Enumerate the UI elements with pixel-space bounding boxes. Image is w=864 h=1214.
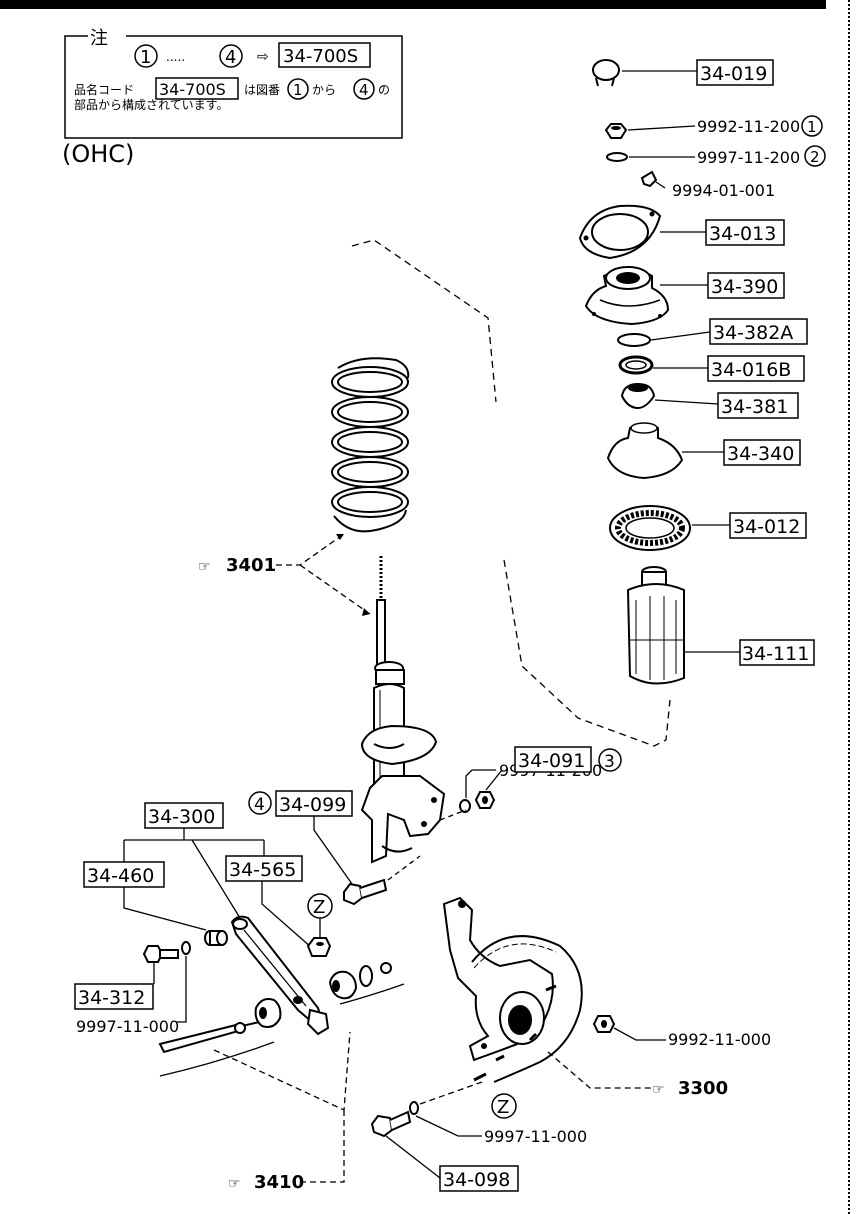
strut-drawing xyxy=(360,556,446,864)
ref-pointer-icon-3401: ☞ xyxy=(198,559,211,575)
mark-34-091: 3 xyxy=(604,752,615,772)
stabilizer-bushings-drawing xyxy=(328,962,405,1005)
label-34-565[interactable]: 34-565 xyxy=(229,859,296,881)
label-34-111[interactable]: 34-111 xyxy=(742,643,809,665)
nut-drawing-top xyxy=(604,123,628,139)
note-line2-to: 4 xyxy=(359,81,369,99)
engine-label: (OHC) xyxy=(62,140,134,168)
cap-part-drawing xyxy=(592,59,620,87)
nut-drawing-mid xyxy=(474,791,496,809)
note-line3: 部品から構成されています。 xyxy=(74,97,228,112)
coil-spring-drawing xyxy=(331,357,410,533)
label-34-012[interactable]: 34-012 xyxy=(733,516,800,538)
note-line2-c: から xyxy=(312,83,336,97)
mount-plate-drawing xyxy=(578,204,662,260)
small-nut-drawing xyxy=(640,170,658,188)
bushing-drawing-34-460 xyxy=(204,930,228,946)
note-code: 34-700S xyxy=(283,46,358,67)
label-9992-11-200[interactable]: 9992-11-200 xyxy=(697,117,800,136)
note-dots: ..... xyxy=(166,50,185,64)
mark-34-099: 4 xyxy=(254,795,265,815)
label-9994-01-001[interactable]: 9994-01-001 xyxy=(672,181,775,200)
note-range-from: 1 xyxy=(140,47,151,68)
label-34-016B[interactable]: 34-016B xyxy=(711,359,791,381)
label-34-091[interactable]: 34-091 xyxy=(518,750,585,772)
ref-pointer-icon-3410: ☞ xyxy=(228,1176,241,1192)
label-9997-11-000-bottom[interactable]: 9997-11-000 xyxy=(484,1127,587,1146)
ref-3300[interactable]: 3300 xyxy=(678,1078,728,1099)
note-line2-a: 品名コード xyxy=(74,82,134,97)
washer-drawing-top xyxy=(606,152,628,162)
label-34-099[interactable]: 34-099 xyxy=(279,794,346,816)
tension-rod-drawing xyxy=(158,998,282,1077)
note-line2-code: 34-700S xyxy=(159,80,226,99)
note-arrow: ⇨ xyxy=(257,49,269,65)
label-9992-11-000[interactable]: 9992-11-000 xyxy=(668,1030,771,1049)
steering-knuckle-drawing xyxy=(442,896,583,1083)
ref-pointer-icon-3300: ☞ xyxy=(652,1082,665,1098)
mark-9997-11-200-top: 2 xyxy=(810,148,820,166)
label-34-390[interactable]: 34-390 xyxy=(711,276,778,298)
note-title: 注 xyxy=(90,28,108,49)
label-9997-11-200-top[interactable]: 9997-11-200 xyxy=(697,148,800,167)
assembly-dashed-outline xyxy=(351,239,671,747)
dust-cover-drawing xyxy=(606,422,684,480)
washer-drawing-bottom xyxy=(409,1101,419,1115)
label-34-013[interactable]: 34-013 xyxy=(709,223,776,245)
note-box: 注 1 ..... 4 ⇨ 34-700S 品名コード 34-700S は図番 … xyxy=(64,28,403,139)
ref-3401[interactable]: 3401 xyxy=(226,555,276,576)
label-34-019[interactable]: 34-019 xyxy=(700,63,767,85)
lower-arm-drawing xyxy=(230,915,330,1036)
bolt-drawing-34-098 xyxy=(370,1110,412,1138)
label-9997-11-000-left[interactable]: 9997-11-000 xyxy=(76,1017,179,1036)
bolt-drawing-34-099 xyxy=(343,878,388,906)
nut-drawing-34-565 xyxy=(306,937,332,957)
strut-mount-drawing xyxy=(584,266,670,326)
rubber-seat-drawing xyxy=(609,505,691,551)
note-line2-from: 1 xyxy=(293,81,303,99)
note-range-to: 4 xyxy=(225,47,236,68)
mark-z-lower: Z xyxy=(497,1097,509,1118)
label-34-300[interactable]: 34-300 xyxy=(148,806,215,828)
label-34-098[interactable]: 34-098 xyxy=(443,1169,510,1191)
label-34-340[interactable]: 34-340 xyxy=(727,443,794,465)
mark-9992-11-200: 1 xyxy=(807,118,817,136)
note-line2-b: は図番 xyxy=(244,83,280,97)
label-34-382A[interactable]: 34-382A xyxy=(713,322,793,344)
nut-drawing-9992-11-000 xyxy=(592,1015,616,1033)
washer-drawing-mid xyxy=(459,799,471,813)
ref-3410[interactable]: 3410 xyxy=(254,1172,304,1193)
thrust-washer-drawing xyxy=(617,333,651,347)
bearing-drawing xyxy=(618,355,654,375)
label-34-312[interactable]: 34-312 xyxy=(78,987,145,1009)
label-34-460[interactable]: 34-460 xyxy=(87,865,154,887)
label-34-381[interactable]: 34-381 xyxy=(721,396,788,418)
top-border-bar xyxy=(0,0,826,9)
bolt-drawing-34-312 xyxy=(142,941,191,963)
bellows-boot-drawing xyxy=(626,566,685,685)
mark-z-upper: Z xyxy=(313,897,325,918)
spring-seat-upper-drawing xyxy=(620,382,656,410)
note-line2-d: の xyxy=(378,83,390,97)
